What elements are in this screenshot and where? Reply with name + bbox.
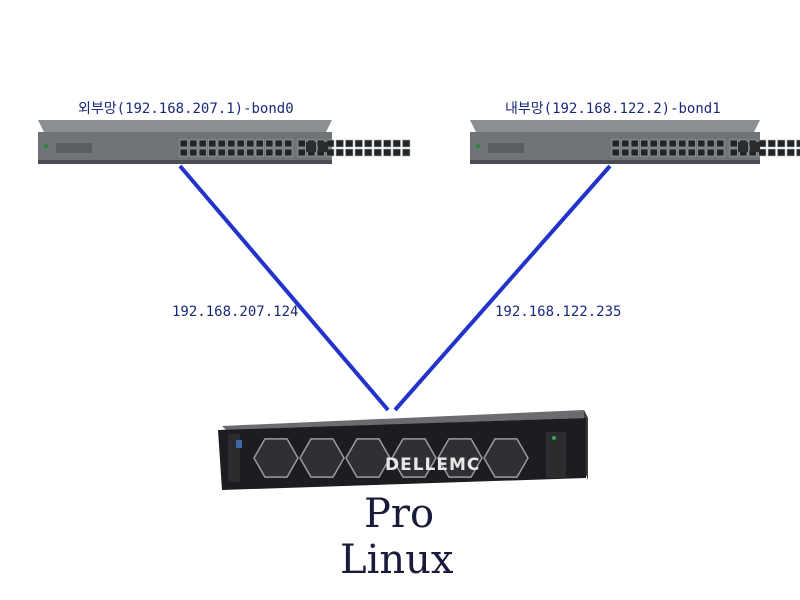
- switch-port: [274, 148, 283, 157]
- switch-port: [649, 139, 658, 148]
- switch-port: [678, 148, 687, 157]
- switch-port: [611, 148, 620, 157]
- switch-port: [354, 139, 363, 148]
- switch-port: [796, 139, 800, 148]
- server-brand: DELLEMC: [385, 455, 480, 475]
- switch-left: [38, 120, 411, 164]
- switch-port: [198, 148, 207, 157]
- switch-port: [354, 148, 363, 157]
- switch-port: [208, 148, 217, 157]
- switch-port: [208, 139, 217, 148]
- switch-port: [373, 148, 382, 157]
- switch-port: [383, 139, 392, 148]
- server-bezel: [253, 438, 529, 478]
- logo-line-2: Linux: [340, 537, 454, 583]
- switch-port: [217, 148, 226, 157]
- switch-port: [335, 139, 344, 148]
- switch-port: [284, 148, 293, 157]
- switch-port: [255, 139, 264, 148]
- switch-right: [470, 120, 800, 164]
- switch-port: [716, 148, 725, 157]
- switch-port: [729, 139, 738, 148]
- switch-port: [217, 139, 226, 148]
- switch-port: [796, 148, 800, 157]
- switch-port: [189, 148, 198, 157]
- switch-port: [274, 139, 283, 148]
- bezel-hex: [437, 438, 483, 478]
- switch-port: [706, 139, 715, 148]
- switch-port: [678, 139, 687, 148]
- switch-port: [706, 148, 715, 157]
- server: DELLEMC: [218, 410, 588, 490]
- switch-port: [364, 148, 373, 157]
- switch-port: [621, 139, 630, 148]
- switch-port: [265, 148, 274, 157]
- logo-line-1: Pro: [364, 491, 435, 537]
- bezel-hex: [391, 438, 437, 478]
- switch-port: [786, 148, 795, 157]
- switch-port: [335, 148, 344, 157]
- switch-port: [227, 139, 236, 148]
- switch-port: [729, 148, 738, 157]
- switch-port: [179, 139, 188, 148]
- switch-port: [246, 139, 255, 148]
- switch-port: [611, 139, 620, 148]
- switch-port: [326, 148, 335, 157]
- switch-port: [767, 139, 776, 148]
- switch-port: [246, 148, 255, 157]
- switch-port: [649, 148, 658, 157]
- switch-port: [345, 139, 354, 148]
- switch-port: [189, 139, 198, 148]
- switch-port: [640, 139, 649, 148]
- switch-port: [659, 148, 668, 157]
- switch-port: [402, 139, 411, 148]
- switch-port: [687, 139, 696, 148]
- switch-port: [630, 148, 639, 157]
- switch-port: [687, 148, 696, 157]
- link-right-ip: 192.168.122.235: [495, 304, 622, 320]
- switch-port: [392, 148, 401, 157]
- switch-port: [640, 148, 649, 157]
- switch-port: [345, 148, 354, 157]
- switch-port: [284, 139, 293, 148]
- switch-port: [659, 139, 668, 148]
- switch-port: [668, 148, 677, 157]
- switch-port: [198, 139, 207, 148]
- switch-port: [364, 139, 373, 148]
- switch-port: [767, 148, 776, 157]
- switch-port: [621, 148, 630, 157]
- switch-port: [297, 148, 306, 157]
- switch-port: [402, 148, 411, 157]
- switch-port: [668, 139, 677, 148]
- switch-port: [777, 139, 786, 148]
- switch-port: [716, 139, 725, 148]
- bezel-hex: [299, 438, 345, 478]
- switch-port: [383, 148, 392, 157]
- switch-port: [758, 148, 767, 157]
- switch-left-ports: [179, 139, 411, 157]
- bezel-hex: [253, 438, 299, 478]
- link-left-ip: 192.168.207.124: [172, 304, 299, 320]
- switch-port: [697, 139, 706, 148]
- switch-port: [265, 139, 274, 148]
- bezel-hex: [483, 438, 529, 478]
- switch-port: [786, 139, 795, 148]
- link-left: [178, 164, 390, 412]
- switch-port: [630, 139, 639, 148]
- switch-port: [777, 148, 786, 157]
- switch-port: [236, 148, 245, 157]
- switch-port: [373, 139, 382, 148]
- switch-port: [697, 148, 706, 157]
- switch-port: [255, 148, 264, 157]
- link-right: [393, 164, 612, 412]
- switch-port: [236, 139, 245, 148]
- switch-port: [179, 148, 188, 157]
- switch-port: [392, 139, 401, 148]
- switch-port: [297, 139, 306, 148]
- switch-left-label: 외부망(192.168.207.1)-bond0: [78, 101, 294, 117]
- bezel-hex: [345, 438, 391, 478]
- switch-port: [227, 148, 236, 157]
- switch-right-label: 내부망(192.168.122.2)-bond1: [505, 101, 721, 117]
